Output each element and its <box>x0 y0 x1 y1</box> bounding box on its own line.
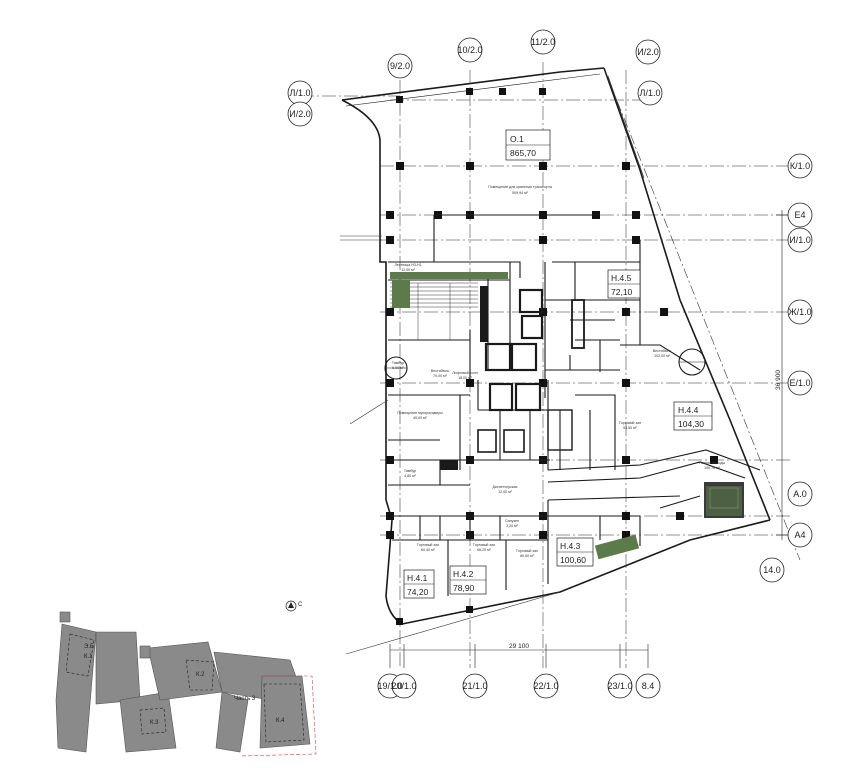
room-area-waste: 40,00 м² <box>413 416 427 420</box>
axis-label-top-9: 9/2.0 <box>390 61 410 71</box>
unit-code-h42: Н.4.2 <box>453 569 474 579</box>
key-map-buildings <box>55 611 311 753</box>
key-map: К.1 К.2 К.3 К.4 Часть 3 Э.Б <box>55 611 317 757</box>
green-highlights <box>390 272 742 560</box>
room-area-shop-h42: 66,20 м² <box>477 548 491 552</box>
room-area-lobby-right: 102,00 м² <box>654 354 670 358</box>
unit-label-o1: О.1 865,70 <box>505 129 551 161</box>
axis-label-right-a4: А4 <box>794 530 805 540</box>
north-label: С <box>298 602 303 608</box>
unit-area-o1: 865,70 <box>510 148 536 158</box>
unit-code-h41: Н.4.1 <box>407 573 428 583</box>
axis-labels: 9/2.0 10/2.0 11/2.0 И/2.0 Л/1.0 И/2.0 Л/… <box>289 37 811 691</box>
room-area-parking: 509,94 м² <box>512 191 528 195</box>
unit-label-h43: Н.4.3 100,60 <box>556 537 594 567</box>
room-area-shop-h43: 80,60 м² <box>520 554 534 558</box>
axis-label-top-11: 11/2.0 <box>531 37 555 47</box>
room-area-tambour: 4,80 м² <box>404 474 416 478</box>
axis-label-bottom-22: 22/1.0 <box>533 681 558 691</box>
room-area-wc: 3,20 м² <box>506 524 518 528</box>
unit-area-h44: 104,30 <box>678 419 704 429</box>
room-name-parking: Помещение для хранения транспорта <box>488 185 552 189</box>
key-map-label-k1: К.1 <box>84 654 93 660</box>
axis-label-right-a0: А.0 <box>793 489 807 499</box>
axis-label-bottom-23: 23/1.0 <box>607 681 632 691</box>
room-name-shop-h43: Торговый зал <box>516 549 538 553</box>
axis-label-left-l1: Л/1.0 <box>290 88 311 98</box>
survey-line <box>603 67 801 561</box>
room-labels: Помещение для хранения транспорта 509,94… <box>392 185 726 558</box>
axis-label-top-10: 10/2.0 <box>457 45 482 55</box>
room-name-exits: Ранние выходы <box>699 461 726 465</box>
unit-code-h44: Н.4.4 <box>678 405 699 415</box>
north-arrow-icon: С <box>285 600 303 612</box>
unit-code-o1: О.1 <box>510 134 524 144</box>
axis-bubbles <box>287 29 813 699</box>
survey-line-left <box>349 399 389 425</box>
survey-line-bottom <box>345 591 561 655</box>
room-area-stair: 12,00 м² <box>401 268 415 272</box>
key-map-label-part3: Часть 3 <box>234 696 256 702</box>
axis-label-left-i2: И/2.0 <box>289 109 310 119</box>
axis-label-bottom-84: 8.4 <box>642 681 655 691</box>
axis-label-top-i2: И/2.0 <box>637 47 658 57</box>
room-area-exits: 100,70 м² <box>704 466 720 470</box>
axis-label-right-k1: К/1.0 <box>790 161 810 171</box>
axis-label-right-l1: Л/1.0 <box>640 88 661 98</box>
room-name-vestibule-small: Тамбур <box>392 361 404 365</box>
room-area-shop-h41: 60,40 м² <box>421 548 435 552</box>
axis-label-bottom-19: 19/1.0 <box>377 681 402 691</box>
room-name-lift-hall: Лифтовой холл <box>452 371 478 375</box>
unit-area-h43: 100,60 <box>560 555 586 565</box>
room-name-shop-h41: Торговый зал <box>417 543 439 547</box>
unit-label-h41: Н.4.1 74,20 <box>403 569 435 599</box>
key-map-dashed-boundary <box>65 633 305 743</box>
room-area-lift-hall: 18,00 м² <box>458 376 472 380</box>
key-map-label-eb: Э.Б <box>84 644 94 650</box>
dimension-height: 36 900 <box>775 370 782 390</box>
unit-label-h44: Н.4.4 104,30 <box>673 401 713 431</box>
room-name-shop-h44: Торговый зал <box>619 421 641 425</box>
room-area-vestibule-small: 6,00 м² <box>392 366 404 370</box>
axis-label-right-14: 14.0 <box>763 565 781 575</box>
key-map-label-k4: К.4 <box>276 718 285 724</box>
unit-code-h45: Н.4.5 <box>611 273 632 283</box>
dimension-width: 29 100 <box>509 643 529 650</box>
circular-stairs <box>384 348 706 380</box>
unit-label-h42: Н.4.2 78,90 <box>449 565 487 595</box>
axis-label-right-e4: Е4 <box>794 210 805 220</box>
room-name-dispatch: Диспетчерская <box>493 485 518 489</box>
room-name-tambour: Тамбур <box>404 469 416 473</box>
dimension-lines <box>389 210 788 668</box>
unit-area-h45: 72,10 <box>611 287 633 297</box>
room-name-lobby-left: Вестибюль <box>431 369 450 373</box>
room-area-shop-h44: 54,50 м² <box>623 426 637 430</box>
room-name-wc: Санузел <box>505 519 519 523</box>
room-name-shop-h42: Торговый зал <box>473 543 495 547</box>
unit-code-h43: Н.4.3 <box>560 541 581 551</box>
axis-label-bottom-20: 20/1.0 <box>391 681 416 691</box>
room-name-waste: Помещение мусорокамеры <box>397 411 443 415</box>
axis-label-right-e1: Е/1.0 <box>789 378 810 388</box>
room-area-dispatch: 12,00 м² <box>498 490 512 494</box>
unit-area-h41: 74,20 <box>407 587 429 597</box>
axis-label-bottom-21: 21/1.0 <box>462 681 487 691</box>
room-name-stair: Лестница Н3-Н1 <box>394 263 421 267</box>
interior-walls <box>388 214 761 596</box>
room-name-lobby-right: Вестибюль <box>653 349 672 353</box>
axis-label-right-i1: И/1.0 <box>789 235 810 245</box>
key-map-site-border <box>239 675 317 757</box>
key-map-label-k2: К.2 <box>196 672 205 678</box>
building-outline <box>341 67 771 625</box>
unit-area-h42: 78,90 <box>453 583 475 593</box>
unit-label-h45: Н.4.5 72,10 <box>607 269 641 299</box>
room-area-lobby-left: 70,00 м² <box>433 374 447 378</box>
key-map-label-k3: К.3 <box>150 720 159 726</box>
axis-label-right-zh1: Ж/1.0 <box>788 307 811 317</box>
